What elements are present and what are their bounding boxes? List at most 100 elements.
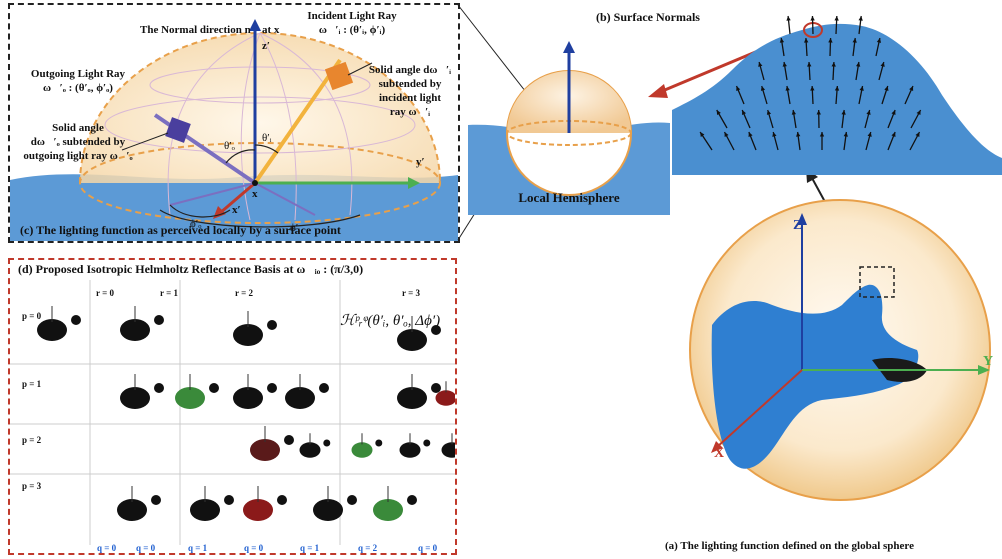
normal-arrow-head — [724, 132, 729, 137]
normal-arrow-head — [831, 62, 836, 67]
hemisphere-normal-head — [563, 41, 575, 53]
parallel — [104, 96, 416, 154]
theta-o-arc — [225, 149, 256, 164]
normal-arrow-head — [796, 132, 801, 137]
basis-lobe — [313, 499, 343, 521]
global-y-label: Y — [983, 354, 994, 369]
basis-lobe — [399, 442, 421, 458]
theta-o-label: θ′ₒ — [224, 140, 235, 152]
row-header-p0: p = 0 — [22, 311, 42, 321]
normal-arrow-head — [819, 132, 825, 137]
incident-ray-formula: ω⃗′ᵢ : (θ′ᵢ, ϕ′ᵢ) — [318, 24, 386, 36]
normal-arrow-head — [856, 62, 861, 67]
basis-lobe-ball — [407, 495, 417, 505]
normal-arrow-head — [880, 62, 885, 67]
local-surface — [10, 174, 458, 241]
row-header-p1: p = 1 — [22, 379, 42, 389]
hemisphere-base — [79, 142, 441, 224]
q-label: q = 0 — [97, 543, 117, 553]
basis-lobe — [233, 387, 263, 409]
local-hemisphere-label: Local Hemisphere — [518, 190, 620, 205]
local-hemisphere-illustration — [468, 41, 670, 215]
basis-lobe — [120, 387, 150, 409]
normal-arrow-head — [841, 110, 846, 115]
outgoing-solid-angle-line3: outgoing light ray ω⃗′ₒ — [23, 150, 133, 162]
axis-y-label: y′ — [416, 156, 425, 168]
normal-arrows — [699, 15, 922, 151]
basis-lobe — [373, 499, 403, 521]
basis-lobes — [37, 306, 455, 521]
normal-arrow-head — [915, 132, 920, 137]
col-header-r2: r = 2 — [235, 288, 253, 298]
normal-arrow-head — [816, 110, 821, 115]
col-header-r1: r = 1 — [160, 288, 178, 298]
global-z-head — [797, 213, 807, 225]
normal-arrow-head — [859, 86, 864, 91]
leader-line — [347, 62, 373, 76]
basis-lobe — [441, 442, 455, 458]
normal-arrow-head — [876, 38, 882, 43]
incident-solid-angle-line2: subtended by — [378, 78, 442, 90]
basis-formula: ℋᵖᵣᵠ(θ′ᵢ, θ′ₒ, Δϕ′) — [340, 313, 441, 329]
normal-arrow-head — [804, 38, 809, 43]
panel-c-frame — [8, 3, 460, 243]
normal-arrow-head — [852, 38, 857, 43]
panel-d-title: (d) Proposed Isotropic Helmholtz Reflect… — [18, 262, 364, 276]
incident-solid-angle-line3: incident light — [378, 92, 442, 104]
basis-grid — [10, 280, 455, 545]
global-x-label: X — [714, 446, 725, 461]
global-z-label: Z — [793, 218, 803, 233]
normal-arrow-head — [748, 132, 753, 137]
parallel — [149, 66, 371, 104]
incident-ray-title: Incident Light Ray — [307, 10, 397, 22]
normal-arrow-head — [716, 110, 721, 115]
basis-lobe-ball — [319, 383, 329, 393]
normal-arrow-head — [916, 110, 921, 115]
outgoing-solid-angle-patch — [165, 117, 191, 143]
outgoing-ray-formula: ω⃗′ₒ : (θ′ₒ, ϕ′ₒ) — [43, 82, 113, 94]
basis-lobe — [397, 329, 427, 351]
red-pointer-head — [648, 84, 668, 98]
normal-arrow-head — [742, 110, 747, 115]
basis-lobe — [37, 319, 67, 341]
basis-lobe-ball — [431, 383, 441, 393]
col-header-r3: r = 3 — [402, 288, 420, 298]
incident-ray — [253, 58, 342, 185]
normal-direction-label: The Normal direction n⃗ at x — [140, 24, 280, 36]
basis-lobe — [243, 499, 273, 521]
normal-arrow-head — [807, 62, 812, 67]
phi-i-arc — [159, 209, 361, 228]
outgoing-projection — [169, 182, 256, 206]
hemisphere-dome — [80, 33, 440, 183]
basis-lobe-ball — [323, 439, 331, 447]
basis-lobe — [285, 387, 315, 409]
basis-lobe-ball — [267, 383, 277, 393]
axis-x-label: x′ — [232, 204, 241, 216]
basis-lobe-ball — [277, 495, 287, 505]
surface-point — [252, 180, 258, 186]
normal-arrow-head — [791, 110, 797, 115]
basis-lobe-ball — [423, 439, 431, 447]
normal-arrow-head — [785, 86, 790, 91]
normal-arrow-head — [766, 110, 772, 115]
panel-b-title: (b) Surface Normals — [596, 10, 700, 24]
meridian — [167, 32, 261, 216]
basis-lobe — [299, 442, 321, 458]
incident-solid-angle-line1: Solid angle dω⃗′ᵢ — [368, 64, 452, 76]
panel-c-caption: (c) The lighting function as perceived l… — [20, 223, 341, 237]
basis-lobe — [435, 390, 455, 406]
q-label: q = 1 — [300, 543, 320, 553]
outgoing-solid-angle-line1: Solid angle — [52, 122, 104, 134]
hemisphere-outline — [79, 32, 441, 184]
normal-arrow-head — [810, 86, 815, 91]
normal-arrow-head — [866, 110, 871, 115]
normal-arrow-head — [810, 16, 815, 21]
basis-lobe — [351, 442, 373, 458]
surface-normals-illustration — [672, 15, 1002, 176]
phi-i-label: ϕ′ᵢ — [290, 222, 300, 234]
panel-a-caption: (a) The lighting function defined on the… — [665, 540, 914, 552]
phi-o-arc — [169, 204, 231, 218]
normal-arrow-head — [779, 38, 785, 43]
x-axis-arrow — [219, 181, 256, 215]
basis-lobe — [250, 439, 280, 461]
